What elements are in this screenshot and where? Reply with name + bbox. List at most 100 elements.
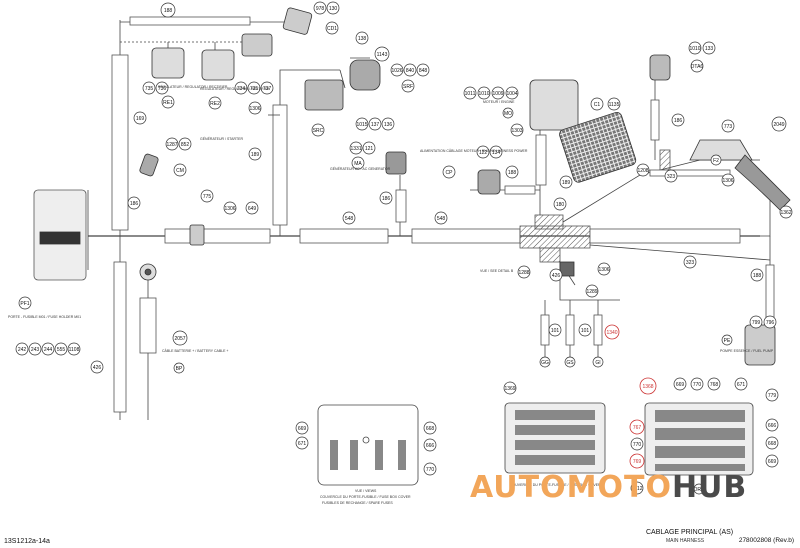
drawing-code: 13S1212a-14a (4, 538, 50, 545)
callout-243: 243 (31, 347, 40, 353)
callout-548a: 548 (345, 216, 354, 222)
callout-ma: MA (354, 161, 362, 167)
callout-gi: GI (595, 360, 600, 366)
callout-1289: 1289 (586, 289, 597, 295)
callout-186c: 186 (674, 118, 683, 124)
callout-978: 978 (316, 6, 325, 12)
callout-1004: 1004 (506, 91, 517, 97)
callout-cm: CM (176, 168, 184, 174)
callout-735b: 735 (250, 86, 259, 92)
callout-671a: 671 (298, 441, 307, 447)
callout-669c: 669 (768, 459, 777, 465)
callout-mo: MO (504, 111, 512, 117)
callout-188c: 188 (753, 273, 762, 279)
callout-1108: 1108 (69, 347, 80, 353)
callout-130: 130 (329, 6, 338, 12)
callout-1288: 1288 (518, 270, 529, 276)
callout-666b: 666 (768, 423, 777, 429)
watermark-part2: MOTO (566, 470, 672, 505)
drawing-title: CABLAGE PRINCIPAL (AS) (646, 529, 734, 536)
label-regulateur: RÉGULATEUR / REGULATOR / RECTIFIER (158, 84, 228, 89)
callout-169: 169 (136, 116, 145, 122)
callout-re2: RE2 (210, 101, 220, 107)
callout-1368: 1368 (642, 384, 653, 390)
callout-649: 649 (248, 206, 257, 212)
callout-188b: 188 (508, 170, 517, 176)
callout-666a: 666 (426, 443, 435, 449)
callout-dra: DRA (694, 487, 705, 493)
callout-840: 840 (406, 68, 415, 74)
callout-src: SRC (313, 128, 324, 134)
callout-668b: 668 (768, 441, 777, 447)
callout-735: 735 (145, 86, 154, 92)
callout-134: 134 (492, 150, 501, 156)
callout-1306c: 1306 (722, 178, 733, 184)
callout-186a: 186 (130, 201, 139, 207)
callout-gs: GS (566, 360, 574, 366)
callout-323a: 323 (667, 174, 676, 180)
callout-1303: 1303 (511, 128, 522, 134)
callout-737: 737 (263, 86, 272, 92)
callout-cd1: CD1 (327, 26, 337, 32)
callout-323b: 323 (686, 260, 695, 266)
callout-426b: 426 (93, 365, 102, 371)
callout-2049: 2049 (773, 122, 784, 128)
callout-1369: 1369 (504, 386, 515, 392)
callout-gg: GG (541, 360, 549, 366)
callout-188: 188 (164, 8, 173, 14)
callout-c1: C1 (594, 102, 601, 108)
callout-1306a: 1306 (249, 106, 260, 112)
callout-734: 734 (237, 86, 246, 92)
callout-138: 138 (358, 36, 367, 42)
callout-848: 848 (419, 68, 428, 74)
callout-1010: 1010 (478, 91, 489, 97)
callout-136: 136 (384, 122, 393, 128)
label-fusebox-a: COUVERCLE DU PORTE-FUSIBLE / FUSE BOX CO… (320, 495, 411, 499)
callout-pe: PE (724, 338, 731, 344)
label-regulateur2: RÉGULATEUR / REGULATOR / RECTIFIER (200, 86, 270, 91)
callout-bp: BP (176, 366, 183, 372)
label-moteur: MOTEUR / ENGINE (483, 100, 515, 104)
callout-769: 769 (633, 459, 642, 465)
callout-1026: 1026 (391, 68, 402, 74)
label-vue-views: VUE / VIEWS (355, 489, 377, 493)
label-vue-detail: VUE / SEE DETAIL B (480, 269, 514, 273)
callout-cp: CP (446, 170, 454, 176)
callout-244: 244 (44, 347, 53, 353)
callout-1015: 1015 (356, 122, 367, 128)
label-porte-fusible: PORTE - FUSIBLE M01 / FUSE HOLDER M01 (8, 315, 81, 319)
label-fusebox-a2: FUSIBLES DE RECHANGE / SPARE FUSES (322, 501, 393, 505)
callout-555: 555 (57, 347, 66, 353)
callout-548b: 548 (437, 216, 446, 222)
callout-770b: 770 (693, 382, 702, 388)
callout-1010b: 1010 (689, 46, 700, 52)
callout-1011: 1011 (465, 91, 476, 97)
callout-1362: 1362 (780, 210, 791, 216)
callout-137: 137 (371, 122, 380, 128)
callout-1143: 1143 (377, 52, 388, 58)
callout-770a: 770 (426, 467, 435, 473)
callout-799: 799 (752, 320, 761, 326)
watermark-part1: AUTO (470, 470, 567, 505)
callout-736: 736 (158, 86, 167, 92)
callout-852: 852 (181, 142, 190, 148)
label-generateur-ac: GÉNÉRATEUR AC / AC GENERATOR (330, 166, 391, 171)
callout-1212: 1212 (631, 486, 642, 492)
callout-dta6: DTA6 (691, 64, 704, 70)
callout-1306b: 1306 (224, 206, 235, 212)
callout-1208: 1208 (637, 168, 648, 174)
callout-671b: 671 (737, 382, 746, 388)
callout-101a: 101 (551, 328, 560, 334)
callout-101b: 101 (581, 328, 590, 334)
callout-1009: 1009 (492, 91, 503, 97)
callout-768: 768 (710, 382, 719, 388)
callout-133: 133 (705, 46, 714, 52)
callout-767: 767 (633, 425, 642, 431)
callout-779: 779 (768, 393, 777, 399)
callout-242: 242 (18, 347, 27, 353)
label-fusebox-b: COUVERCLE DU PORTE-FUSIBLE / FUSE BOX CO… (510, 483, 601, 487)
callout-668a: 668 (426, 426, 435, 432)
callout-1287: 1287 (166, 142, 177, 148)
callout-1340: 1340 (606, 330, 617, 336)
